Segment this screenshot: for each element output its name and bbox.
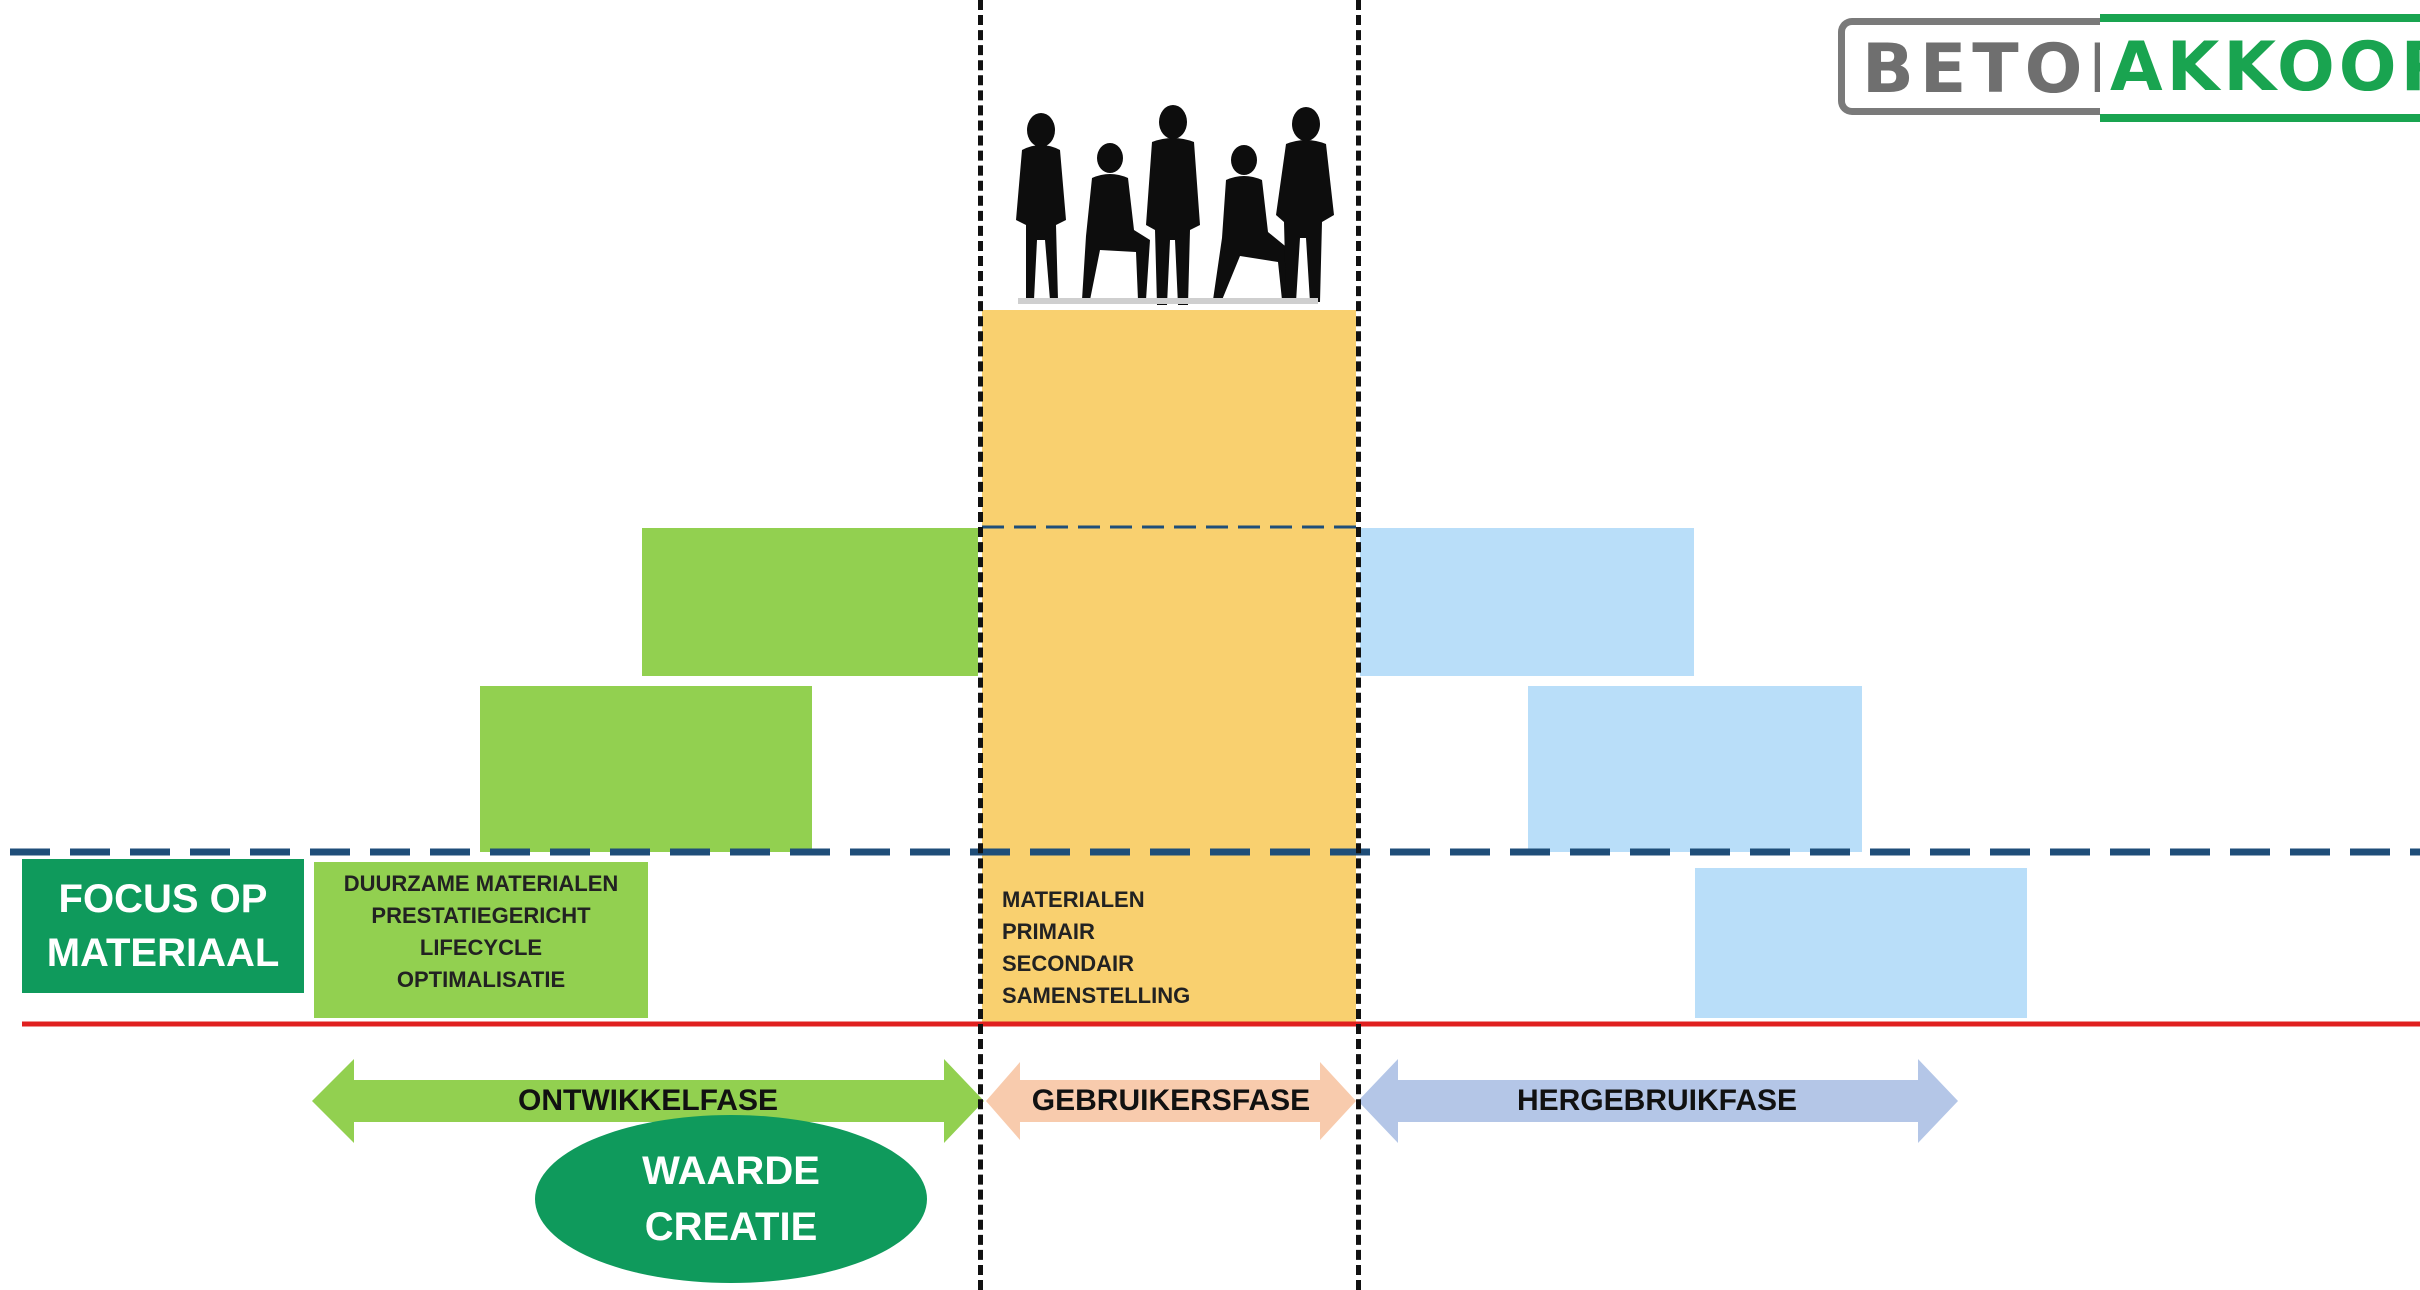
reuse-block-upper — [1360, 528, 1694, 676]
value-creation-badge: WAARDE CREATIE — [535, 1115, 927, 1283]
usage-criteria: MATERIALEN PRIMAIR SECONDAIR SAMENSTELLI… — [1002, 887, 1191, 1008]
focus-label: FOCUS OP MATERIAAL — [22, 859, 304, 993]
development-criteria: DUURZAME MATERIALEN PRESTATIEGERICHT LIF… — [343, 871, 619, 992]
development-block-lower — [314, 862, 648, 1018]
logo-akkoord-text: AKKOORD — [2100, 14, 2420, 122]
reuse-block-lower — [1695, 868, 2027, 1018]
separator-left — [978, 0, 983, 1290]
development-block-upper — [642, 528, 978, 676]
development-arrow — [312, 1059, 984, 1143]
reuse-arrow — [1358, 1059, 1958, 1143]
logo-beton-text: BETON — [1862, 30, 2152, 109]
separator-right — [1356, 0, 1361, 1290]
development-phase-label: ONTWIKKELFASE — [518, 1084, 778, 1117]
usage-phase-label: GEBRUIKERSFASE — [1031, 1084, 1311, 1117]
usage-column — [982, 310, 1356, 1022]
development-block-middle — [480, 686, 812, 852]
reuse-block-middle — [1528, 686, 1862, 852]
reuse-phase-label: HERGEBRUIKFASE — [1516, 1084, 1798, 1117]
usage-arrow — [986, 1062, 1356, 1140]
people-silhouette — [1016, 105, 1334, 305]
